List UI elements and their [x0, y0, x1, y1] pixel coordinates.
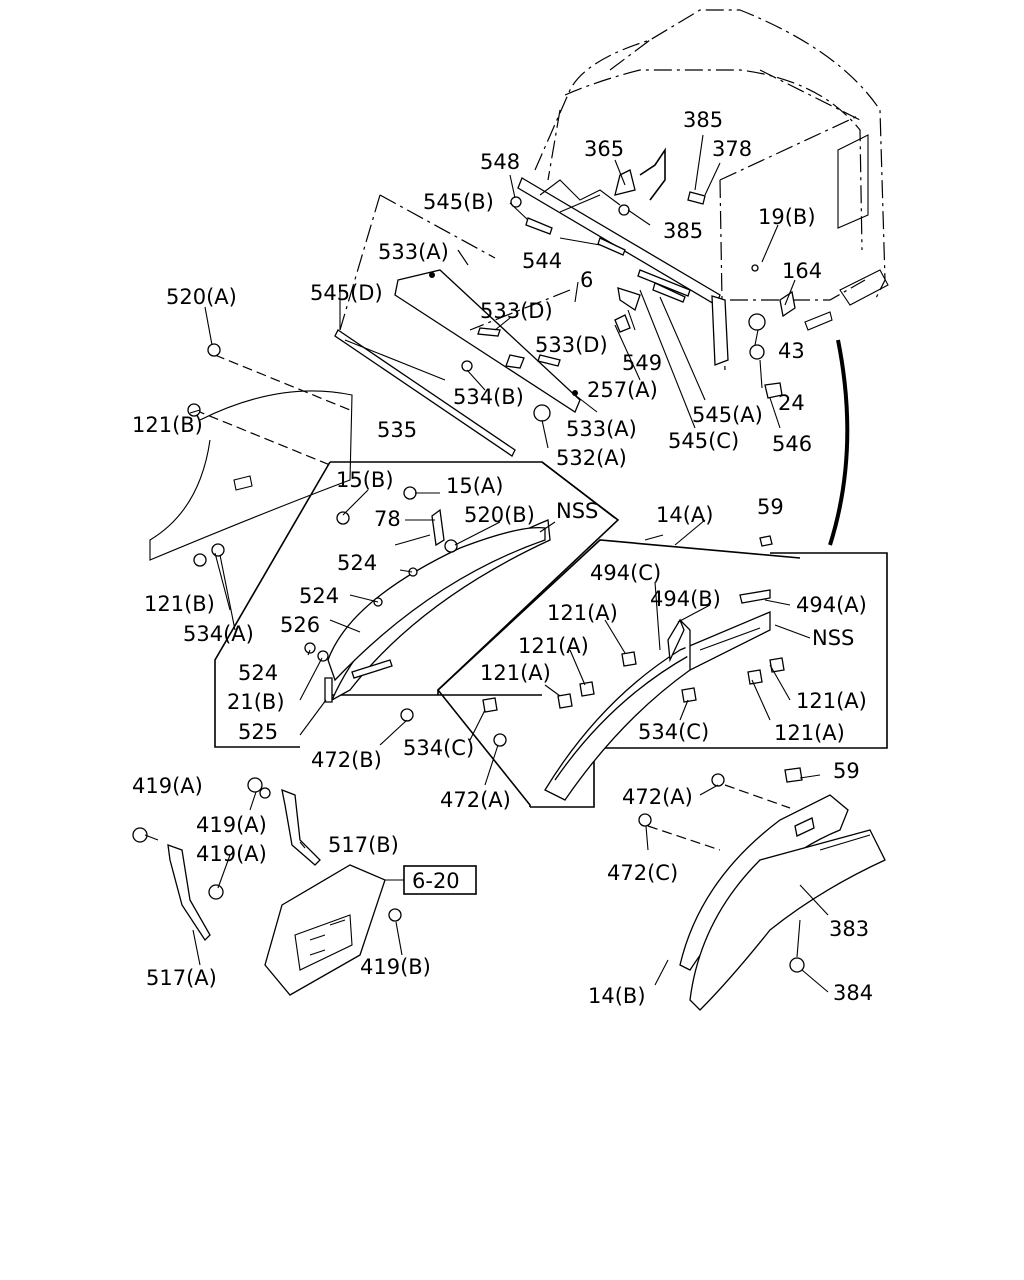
label-365: 365	[584, 137, 624, 161]
label-544: 544	[522, 249, 562, 273]
label-534a: 534(A)	[183, 622, 254, 646]
label-121a-5: 121(A)	[774, 721, 845, 745]
label-nss-left: NSS	[556, 499, 598, 523]
label-59-bottom: 59	[833, 759, 860, 783]
label-472a-1: 472(A)	[622, 785, 693, 809]
group-14a	[436, 535, 888, 808]
label-494b: 494(B)	[650, 587, 721, 611]
label-545c: 545(C)	[668, 429, 739, 453]
label-472c: 472(C)	[607, 861, 678, 885]
label-121a-1: 121(A)	[547, 601, 618, 625]
callout-labels: 385 378 365 548 385 545(B) 19(B) 164 533…	[132, 108, 873, 1008]
label-378: 378	[712, 137, 752, 161]
label-121a-2: 121(A)	[518, 634, 589, 658]
label-14b: 14(B)	[588, 984, 646, 1008]
step-brackets	[132, 777, 402, 996]
group-535	[214, 461, 620, 748]
label-419a-3: 419(A)	[196, 842, 267, 866]
label-549: 549	[622, 351, 662, 375]
label-257a: 257(A)	[587, 378, 658, 402]
header-panel-group	[334, 194, 631, 457]
label-419a-1: 419(A)	[132, 774, 203, 798]
label-385-mid: 385	[663, 219, 703, 243]
reference-box-label: 6-20	[412, 869, 460, 893]
label-472b: 472(B)	[311, 748, 382, 772]
label-524-c: 524	[238, 661, 278, 685]
label-472a-2: 472(A)	[440, 788, 511, 812]
windshield-panel	[510, 147, 796, 399]
label-21b: 21(B)	[227, 690, 285, 714]
lower-right-fender	[638, 767, 886, 1011]
label-6: 6	[580, 268, 593, 292]
label-14a: 14(A)	[656, 503, 713, 527]
label-19b: 19(B)	[758, 205, 816, 229]
label-517a: 517(A)	[146, 966, 217, 990]
label-545b: 545(B)	[423, 190, 494, 214]
label-59-top: 59	[757, 495, 784, 519]
label-385-top: 385	[683, 108, 723, 132]
label-535: 535	[377, 418, 417, 442]
label-534c-2: 534(C)	[403, 736, 474, 760]
label-121a-3: 121(A)	[480, 661, 551, 685]
label-548: 548	[480, 150, 520, 174]
label-383: 383	[829, 917, 869, 941]
label-15a: 15(A)	[446, 474, 503, 498]
label-121b-top: 121(B)	[132, 413, 203, 437]
label-524-a: 524	[337, 551, 377, 575]
leader-lines	[144, 134, 829, 993]
cab-outline	[534, 9, 889, 546]
label-533a-bottom: 533(A)	[566, 417, 637, 441]
label-545d: 545(D)	[310, 281, 383, 305]
reference-box: 6-20	[385, 865, 477, 895]
label-524-b: 524	[299, 584, 339, 608]
label-24: 24	[778, 391, 805, 415]
label-534c-1: 534(C)	[638, 720, 709, 744]
label-520b: 520(B)	[464, 503, 535, 527]
label-534b: 534(B)	[453, 385, 524, 409]
label-517b: 517(B)	[328, 833, 399, 857]
label-494a: 494(A)	[796, 593, 867, 617]
label-121a-4: 121(A)	[796, 689, 867, 713]
label-78: 78	[374, 507, 401, 531]
label-419b: 419(B)	[360, 955, 431, 979]
label-121b-bottom: 121(B)	[144, 592, 215, 616]
label-533d-1: 533(D)	[480, 299, 553, 323]
label-533a-top: 533(A)	[378, 240, 449, 264]
left-inner-panel	[149, 343, 353, 567]
label-494c: 494(C)	[590, 561, 661, 585]
label-526: 526	[280, 613, 320, 637]
label-nss-right: NSS	[812, 626, 854, 650]
label-532a: 532(A)	[556, 446, 627, 470]
label-15b: 15(B)	[336, 468, 394, 492]
label-43: 43	[778, 339, 805, 363]
label-546: 546	[772, 432, 812, 456]
label-520a: 520(A)	[166, 285, 237, 309]
label-533d-2: 533(D)	[535, 333, 608, 357]
label-525: 525	[238, 720, 278, 744]
label-384: 384	[833, 981, 873, 1005]
label-164: 164	[782, 259, 822, 283]
label-545a: 545(A)	[692, 403, 763, 427]
label-419a-2: 419(A)	[196, 813, 267, 837]
